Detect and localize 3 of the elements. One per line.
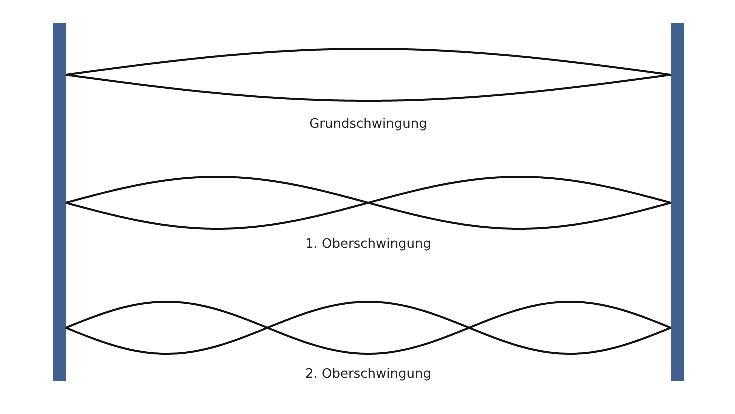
wave-label: Grundschwingung bbox=[310, 117, 428, 132]
wave-label: 2. Oberschwingung bbox=[306, 367, 432, 382]
wave-label: 1. Oberschwingung bbox=[306, 237, 432, 252]
